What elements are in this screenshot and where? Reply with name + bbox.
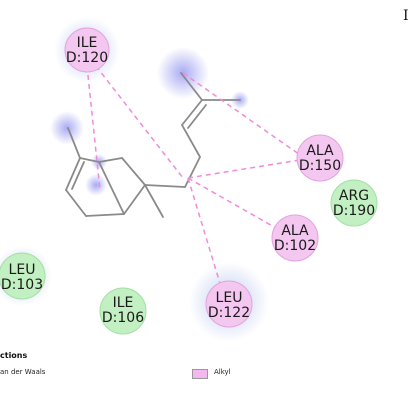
residue-circle — [271, 214, 319, 262]
residue-id: D:102 — [274, 238, 316, 254]
atom-glow-ring-left — [85, 174, 107, 196]
residue-name: LEU — [216, 290, 243, 306]
residue-name: ALA — [306, 143, 334, 159]
residue-ala102: ALA D:102 — [271, 214, 319, 262]
residue-ile120: ILE D:120 — [64, 27, 110, 73]
corner-mark: I — [403, 8, 409, 24]
atom-glow-ring-top — [50, 111, 84, 145]
residue-id: D:103 — [1, 277, 43, 293]
residue-circle — [296, 134, 344, 182]
residue-circle — [99, 287, 147, 335]
residue-circle — [330, 179, 378, 227]
legend-vdw-label: an der Waals — [0, 368, 46, 376]
residue-circle — [64, 27, 110, 73]
residue-leu103: LEU D:103 — [0, 252, 46, 300]
residue-name: ILE — [113, 295, 134, 311]
legend-title: ctions — [0, 351, 28, 360]
residue-name: ILE — [77, 35, 98, 51]
residue-name: ALA — [281, 223, 309, 239]
residue-leu122: LEU D:122 — [205, 280, 253, 328]
legend-alkyl-swatch — [192, 369, 208, 379]
residue-circle — [0, 252, 46, 300]
ligand-structure — [65, 72, 241, 218]
residue-ile106: ILE D:106 — [99, 287, 147, 335]
residue-name: ARG — [339, 188, 369, 204]
residue-name: LEU — [9, 262, 36, 278]
residue-id: D:190 — [333, 203, 375, 219]
legend-alkyl-label: Alkyl — [214, 368, 231, 376]
residue-id: D:122 — [208, 305, 250, 321]
residue-circle — [205, 280, 253, 328]
residue-id: D:120 — [66, 50, 108, 66]
residue-id: D:150 — [299, 158, 341, 174]
residue-id: D:106 — [102, 310, 144, 326]
residue-arg190: ARG D:190 — [330, 179, 378, 227]
residue-ala150: ALA D:150 — [296, 134, 344, 182]
alkyl-interactions — [86, 65, 304, 291]
